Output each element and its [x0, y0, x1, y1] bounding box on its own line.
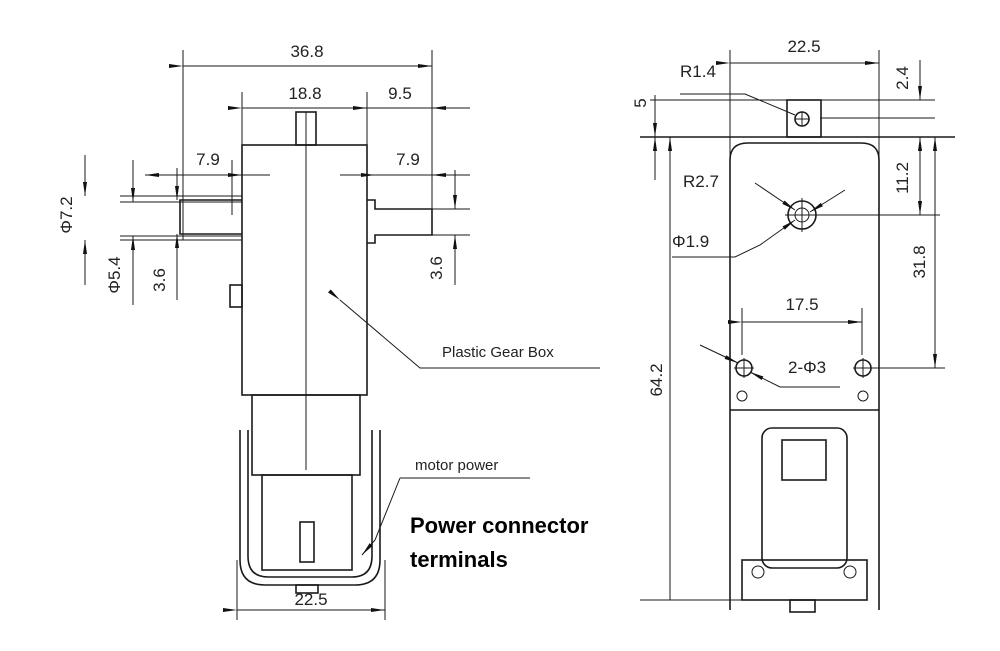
dim-hole-dia: 2-Φ3	[788, 358, 826, 377]
dim-tab-left: 7.9	[196, 150, 220, 169]
label-motor-power: motor power	[415, 457, 498, 474]
side-view: 36.8 18.8 9.5 7.9 7.9 Φ7.2 Φ5.4 3.6 3.6 …	[57, 42, 600, 620]
label-gearbox: Plastic Gear Box	[442, 344, 554, 361]
dim-bottom-width: 22.5	[294, 590, 327, 609]
dim-top-offset: 5	[631, 98, 650, 107]
front-view: 22.5 R1.4 R2.7 Φ1.9 5 2.4 11.2 31.8 64.2…	[631, 37, 955, 613]
dim-width: 22.5	[787, 37, 820, 56]
dim-tab-right: 7.9	[396, 150, 420, 169]
dim-dia-inner: Φ5.4	[105, 256, 124, 293]
dim-offset-right: 9.5	[388, 84, 412, 103]
dim-radius-small: R1.4	[680, 62, 716, 81]
dim-overall-width: 36.8	[290, 42, 323, 61]
dim-body-width: 18.8	[288, 84, 321, 103]
dim-hole-offset: 31.8	[910, 245, 929, 278]
dim-shaft-dia: Φ1.9	[672, 232, 709, 251]
dim-dia-outer: Φ7.2	[57, 196, 76, 233]
dim-hole-spacing: 17.5	[785, 295, 818, 314]
dim-radius-large: R2.7	[683, 172, 719, 191]
annotation-line1: Power connector	[410, 513, 589, 538]
dim-shaft-offset: 11.2	[893, 162, 912, 194]
dim-top-small: 2.4	[893, 66, 912, 90]
dim-total-height: 64.2	[647, 363, 666, 396]
dim-height-left: 3.6	[150, 268, 169, 292]
annotation-line2: terminals	[410, 547, 508, 572]
dim-height-right: 3.6	[427, 256, 446, 280]
